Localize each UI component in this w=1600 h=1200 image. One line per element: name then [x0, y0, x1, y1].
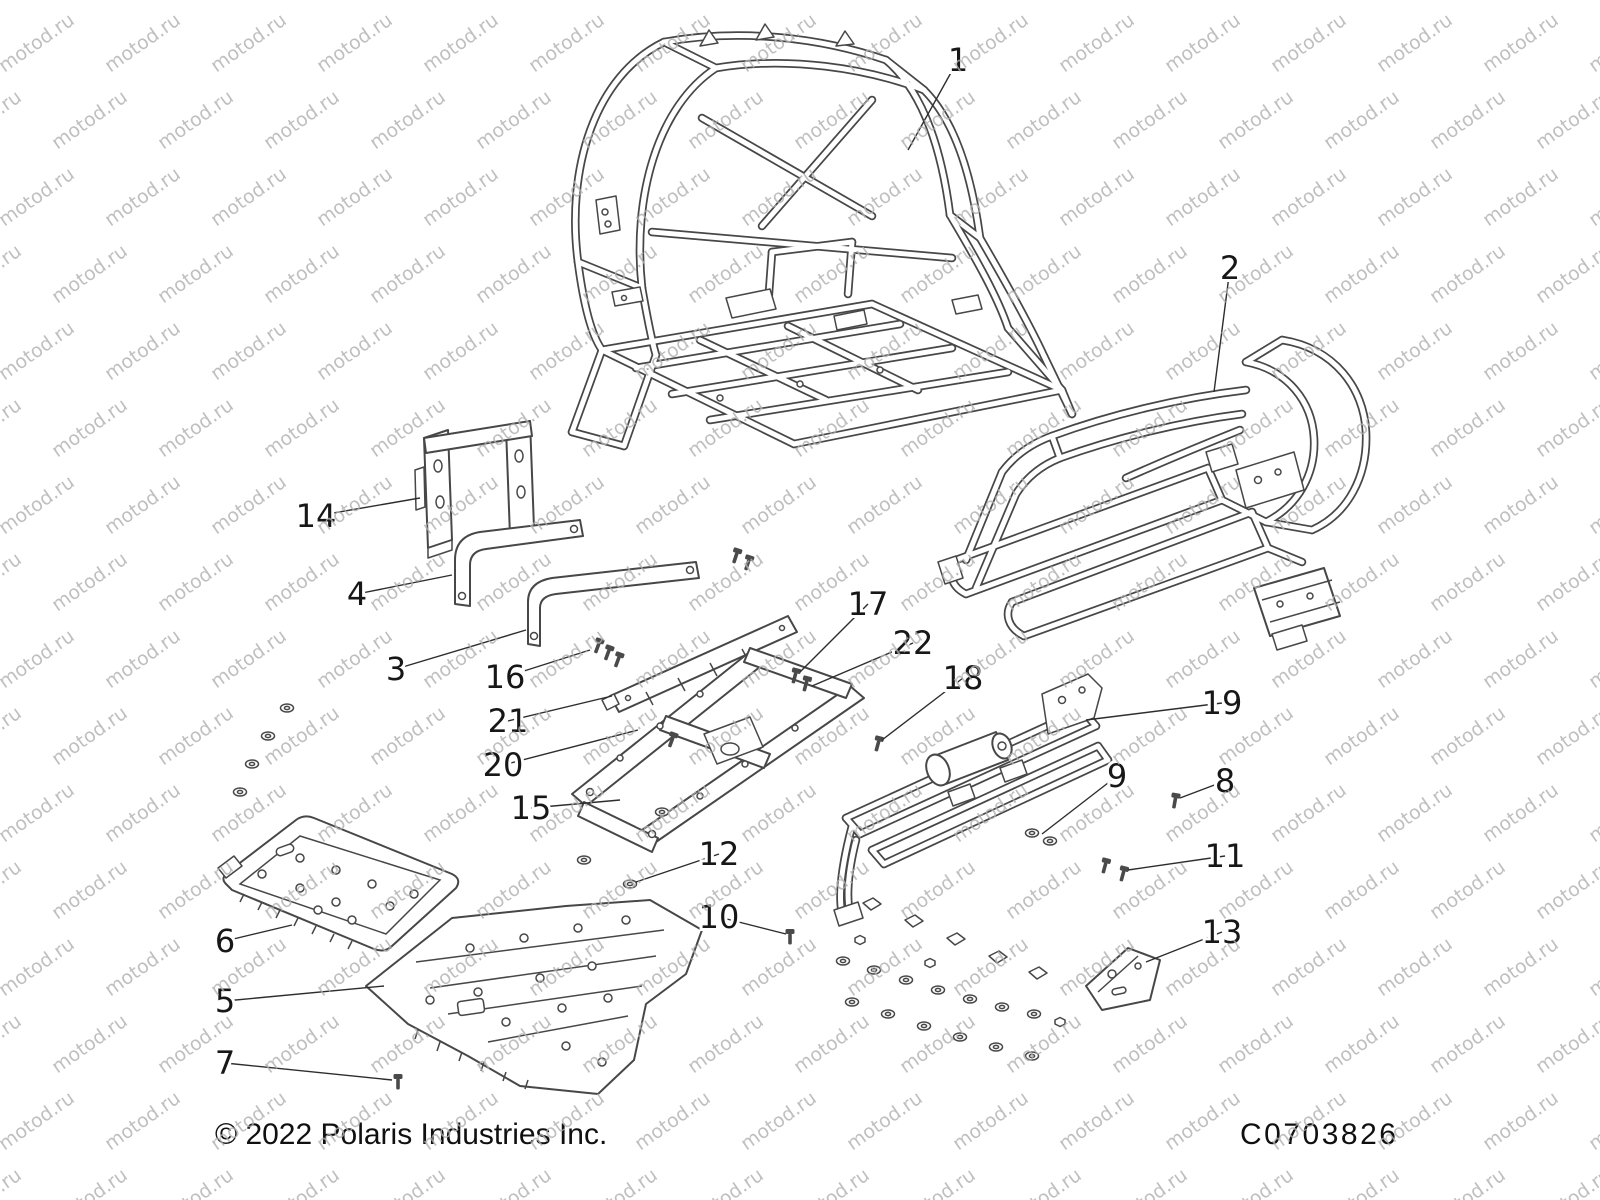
- callout-19: 19: [1202, 684, 1243, 722]
- callout-21: 21: [488, 702, 529, 740]
- callout-20: 20: [483, 746, 524, 784]
- leader-line-8: [1179, 780, 1226, 799]
- callout-6: 6: [215, 922, 235, 960]
- callout-2: 2: [1220, 249, 1240, 287]
- support-strap-upper: [454, 519, 584, 607]
- leader-line-18: [881, 677, 964, 741]
- callout-1: 1: [948, 41, 968, 79]
- leader-line-12: [635, 853, 720, 883]
- leader-line-5: [224, 985, 385, 1002]
- callout-17: 17: [848, 585, 889, 623]
- callout-14: 14: [296, 497, 337, 535]
- callout-7: 7: [215, 1044, 235, 1082]
- callout-4: 4: [347, 575, 367, 613]
- diagram-code: C0703826: [1240, 1118, 1399, 1151]
- seat-slide-frame: [571, 647, 865, 853]
- main-skid-plate: [365, 899, 703, 1095]
- mount-bracket: [1085, 947, 1161, 1011]
- support-strap-lower: [527, 561, 700, 647]
- callout-5: 5: [215, 982, 235, 1020]
- leader-line-3: [395, 629, 527, 670]
- callout-13: 13: [1202, 913, 1243, 951]
- leader-line-21: [507, 695, 613, 722]
- leader-line-20: [502, 729, 639, 766]
- leader-line-10: [718, 916, 787, 935]
- callout-15: 15: [511, 789, 552, 827]
- callout-10: 10: [699, 898, 740, 936]
- leader-line-9: [1041, 775, 1118, 835]
- leader-line-19: [1085, 702, 1223, 721]
- leader-line-11: [1127, 855, 1226, 871]
- leader-line-7: [224, 1062, 393, 1081]
- callout-3: 3: [386, 650, 406, 688]
- callout-11: 11: [1205, 837, 1246, 875]
- callout-12: 12: [699, 835, 740, 873]
- callout-8: 8: [1215, 762, 1235, 800]
- leader-line-4: [356, 574, 453, 595]
- leader-line-17: [799, 603, 869, 673]
- front-frame-assembly: [937, 340, 1366, 651]
- leader-line-14: [315, 497, 421, 517]
- leader-line-15: [530, 799, 621, 809]
- rear-rack-assembly: [833, 673, 1108, 927]
- callout-9: 9: [1107, 757, 1127, 795]
- leader-line-1: [907, 59, 959, 151]
- callout-16: 16: [485, 658, 526, 696]
- callout-22: 22: [893, 624, 934, 662]
- leader-line-2: [1213, 267, 1231, 393]
- callout-18: 18: [943, 659, 984, 697]
- main-frame-assembly: [572, 23, 1072, 446]
- leader-line-13: [1145, 931, 1223, 963]
- leader-line-6: [224, 924, 293, 942]
- front-skid-plate: [217, 815, 460, 952]
- copyright-text: © 2022 Polaris Industries Inc.: [215, 1118, 608, 1151]
- leader-line-22: [811, 642, 914, 687]
- leader-line-16: [504, 649, 591, 678]
